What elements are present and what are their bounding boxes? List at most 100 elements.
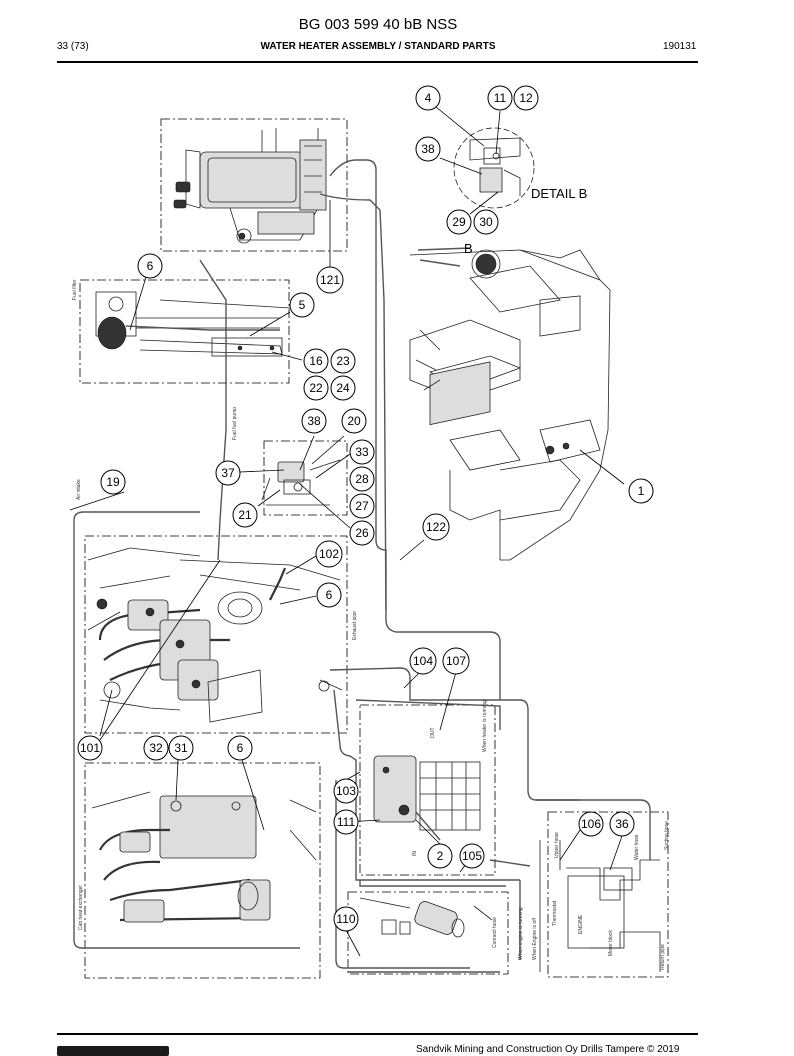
svg-text:110: 110 [336, 912, 355, 926]
callout-1: 1 [628, 478, 654, 504]
svg-text:104: 104 [413, 654, 433, 668]
footer-rule [57, 1033, 698, 1035]
air-intake-note: Air intake [76, 479, 82, 500]
callout-102: 102 [315, 540, 343, 568]
thermostat-note: Thermostat [552, 900, 558, 926]
engine-off-note: When Engine is off [532, 918, 538, 960]
engine-running-note: When engine is running [518, 907, 524, 960]
svg-text:22: 22 [309, 381, 323, 395]
callout-16: 16 [303, 348, 329, 374]
svg-text:101: 101 [80, 741, 100, 755]
svg-text:6: 6 [326, 588, 333, 602]
company-logo [57, 1046, 169, 1056]
callout-110: 110 [333, 906, 359, 932]
callout-103: 103 [333, 778, 359, 804]
svg-text:20: 20 [347, 414, 361, 428]
svg-text:4: 4 [425, 91, 432, 105]
svg-text:6: 6 [237, 741, 244, 755]
callout-38-detail: 38 [415, 136, 441, 162]
svg-text:5: 5 [299, 298, 306, 312]
date-code: 190131 [663, 41, 697, 52]
machine-isometric-view [409, 247, 611, 561]
svg-text:23: 23 [336, 354, 350, 368]
fuel-filter-assembly [95, 291, 291, 357]
exhaust-pipe-note: Exhaust pipe [352, 611, 358, 640]
svg-text:105: 105 [462, 849, 482, 863]
document-id: BG 003 599 40 bB NSS [298, 16, 458, 33]
pump-assembly-frame [84, 535, 348, 734]
svg-text:12: 12 [519, 91, 533, 105]
svg-text:36: 36 [615, 817, 629, 831]
callout-27: 27 [349, 493, 375, 519]
fuel-filter-note: Fuel filter [72, 279, 78, 300]
heater-running-note: When heater is running [482, 700, 488, 752]
heat-exchanger-frame [84, 762, 321, 979]
upper-hose-note: Upper hose [554, 832, 560, 858]
callout-122: 122 [422, 513, 450, 541]
header-rule [57, 61, 698, 63]
detail-b-label: DETAIL B [531, 186, 587, 201]
engine-schematic [539, 840, 661, 972]
callout-107: 107 [442, 647, 470, 675]
svg-text:32: 32 [149, 741, 163, 755]
view-marker-b: B [464, 241, 473, 256]
hose-routing [73, 159, 651, 973]
svg-text:24: 24 [336, 381, 350, 395]
callout-31: 31 [168, 735, 194, 761]
callout-26: 26 [349, 520, 375, 546]
svg-text:27: 27 [355, 499, 369, 513]
callout-5: 5 [289, 292, 315, 318]
callout-2: 2 [427, 843, 453, 869]
callout-21: 21 [232, 502, 258, 528]
connection-detail [359, 897, 493, 938]
callout-28: 28 [349, 466, 375, 492]
callout-36: 36 [609, 811, 635, 837]
return-pipe-note: Return pipe [660, 944, 666, 970]
valve-assembly [373, 755, 481, 841]
callout-29: 29 [446, 209, 472, 235]
svg-text:106: 106 [581, 817, 601, 831]
callout-22: 22 [303, 375, 329, 401]
callout-24: 24 [330, 375, 356, 401]
out-note: OUT [430, 727, 436, 738]
svg-text:102: 102 [319, 547, 339, 561]
callout-38: 38 [301, 408, 327, 434]
svg-text:107: 107 [446, 654, 466, 668]
callout-23: 23 [330, 348, 356, 374]
callout-101: 101 [77, 735, 103, 761]
svg-text:21: 21 [238, 508, 252, 522]
page-title: WATER HEATER ASSEMBLY / STANDARD PARTS [260, 41, 496, 52]
svg-text:1: 1 [638, 484, 645, 498]
svg-text:103: 103 [336, 784, 356, 798]
svg-text:31: 31 [174, 741, 188, 755]
svg-text:38: 38 [307, 414, 321, 428]
fuel-pump-note: Fuel fuel pump [232, 407, 238, 440]
callout-20: 20 [341, 408, 367, 434]
copyright-text: Sandvik Mining and Construction Oy Drill… [416, 1044, 680, 1055]
heat-exchanger-area [91, 791, 317, 923]
svg-text:111: 111 [337, 815, 356, 829]
page-number: 33 (73) [57, 41, 89, 52]
callout-6-mid: 6 [316, 582, 342, 608]
fuel-pump-frame [263, 440, 348, 516]
motor-block-note: Motor block [608, 930, 614, 956]
svg-text:11: 11 [494, 91, 507, 105]
in-note: IN [412, 851, 418, 856]
svg-text:122: 122 [426, 520, 446, 534]
callout-33: 33 [349, 439, 375, 465]
fuel-pump-assembly [261, 459, 341, 506]
callout-121: 121 [316, 266, 344, 294]
detail-b-view [453, 127, 535, 209]
callout-111: 111 [333, 809, 359, 835]
svg-text:28: 28 [355, 472, 369, 486]
callout-37: 37 [215, 460, 241, 486]
heater-frame [160, 118, 348, 252]
svg-text:30: 30 [479, 215, 493, 229]
svg-text:121: 121 [320, 273, 340, 287]
water-hose-note: Water hose [634, 834, 640, 860]
water-heater-unit [173, 128, 327, 244]
callout-104: 104 [409, 647, 437, 675]
callout-6-top: 6 [137, 253, 163, 279]
engine-note: ENGINE [578, 914, 584, 934]
